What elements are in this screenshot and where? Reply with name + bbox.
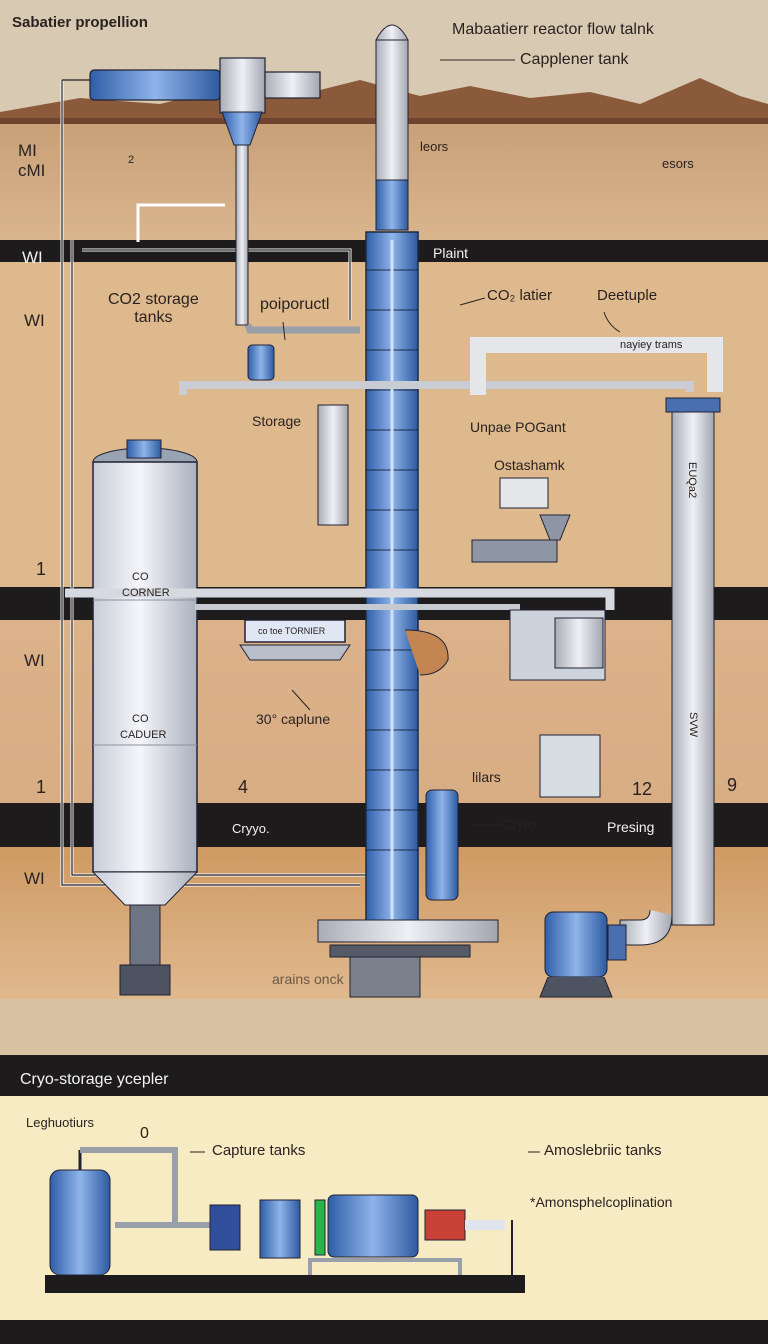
ostashamk-label: Ostashamk xyxy=(494,457,565,473)
stratum-number: 2 xyxy=(128,154,135,166)
tank-label-co: CO xyxy=(132,713,149,725)
arains-label: arains onck xyxy=(272,971,344,987)
rocket-nose xyxy=(375,24,409,41)
bottom-title-bar xyxy=(0,1055,768,1096)
atmospheric-label-2: *Amonsphelcoplination xyxy=(530,1194,673,1210)
cryo-band-label: Cryyo. xyxy=(232,821,270,836)
vertical-pipe-label-lower: SVW xyxy=(687,712,699,738)
top-reactor-tube xyxy=(89,69,221,101)
capture-tanks-label: Capture tanks xyxy=(212,1142,306,1159)
stratum-number: 9 xyxy=(727,775,738,795)
left-marker: MI xyxy=(18,141,37,160)
pump xyxy=(544,911,608,978)
deetuple-label: Deetuple xyxy=(597,287,658,304)
reactor-box-label: co toe TORNIER xyxy=(258,626,326,636)
left-marker: WI xyxy=(22,248,43,267)
left-marker: cMI xyxy=(18,161,46,180)
tank-label-co: CO xyxy=(132,571,149,583)
plaint-label: Plaint xyxy=(433,245,469,261)
tank-label-caduer: CADUER xyxy=(120,729,167,741)
diagram-title: Sabatier propellion xyxy=(12,14,148,31)
capture-label: 30° caplune xyxy=(256,711,331,727)
leors-label: leors xyxy=(420,139,449,154)
nayiey-trams-label: nayiey trams xyxy=(620,339,683,351)
co2-latier-label: CO₂ latier xyxy=(487,287,553,304)
lilars-label: lilars xyxy=(472,769,501,785)
poipoructl-label: poipoructl xyxy=(260,296,330,313)
left-marker: WI xyxy=(24,651,45,670)
unpae-pogant-label: Unpae POGant xyxy=(470,419,566,435)
stratum-number: 12 xyxy=(632,779,653,799)
cryro-label: Cryro xyxy=(502,816,537,832)
left-marker: 1 xyxy=(36,777,47,797)
vertical-pipe-label: EUQa2 xyxy=(686,462,698,499)
esors-label: esors xyxy=(662,156,694,171)
ground-floor xyxy=(0,999,768,1055)
atmospheric-tanks-label: Amoslebriic tanks xyxy=(544,1142,662,1159)
co-storage-tank xyxy=(92,461,198,873)
presing-label: Presing xyxy=(607,819,655,835)
vertical-return-pipe xyxy=(671,404,715,926)
legend-label: Leghuotiurs xyxy=(26,1115,94,1130)
left-marker: WI xyxy=(24,869,45,888)
co2-storage-label: CO2 storage tanks xyxy=(108,291,199,326)
reactor-flow-label: Mabaatierr reactor flow talnk xyxy=(452,21,654,38)
stratum-number: 4 xyxy=(238,777,249,797)
tank-label: Capplener tank xyxy=(520,51,629,68)
storage-label: Storage xyxy=(252,413,302,429)
left-marker: 1 xyxy=(36,559,47,579)
legend-zero: 0 xyxy=(140,1125,149,1142)
tank-label-corner: CORNER xyxy=(122,587,170,599)
bottom-panel-title: Cryo-storage ycepler xyxy=(20,1071,169,1088)
bottom-edge-bar xyxy=(0,1320,768,1344)
left-marker: WI xyxy=(24,311,45,330)
